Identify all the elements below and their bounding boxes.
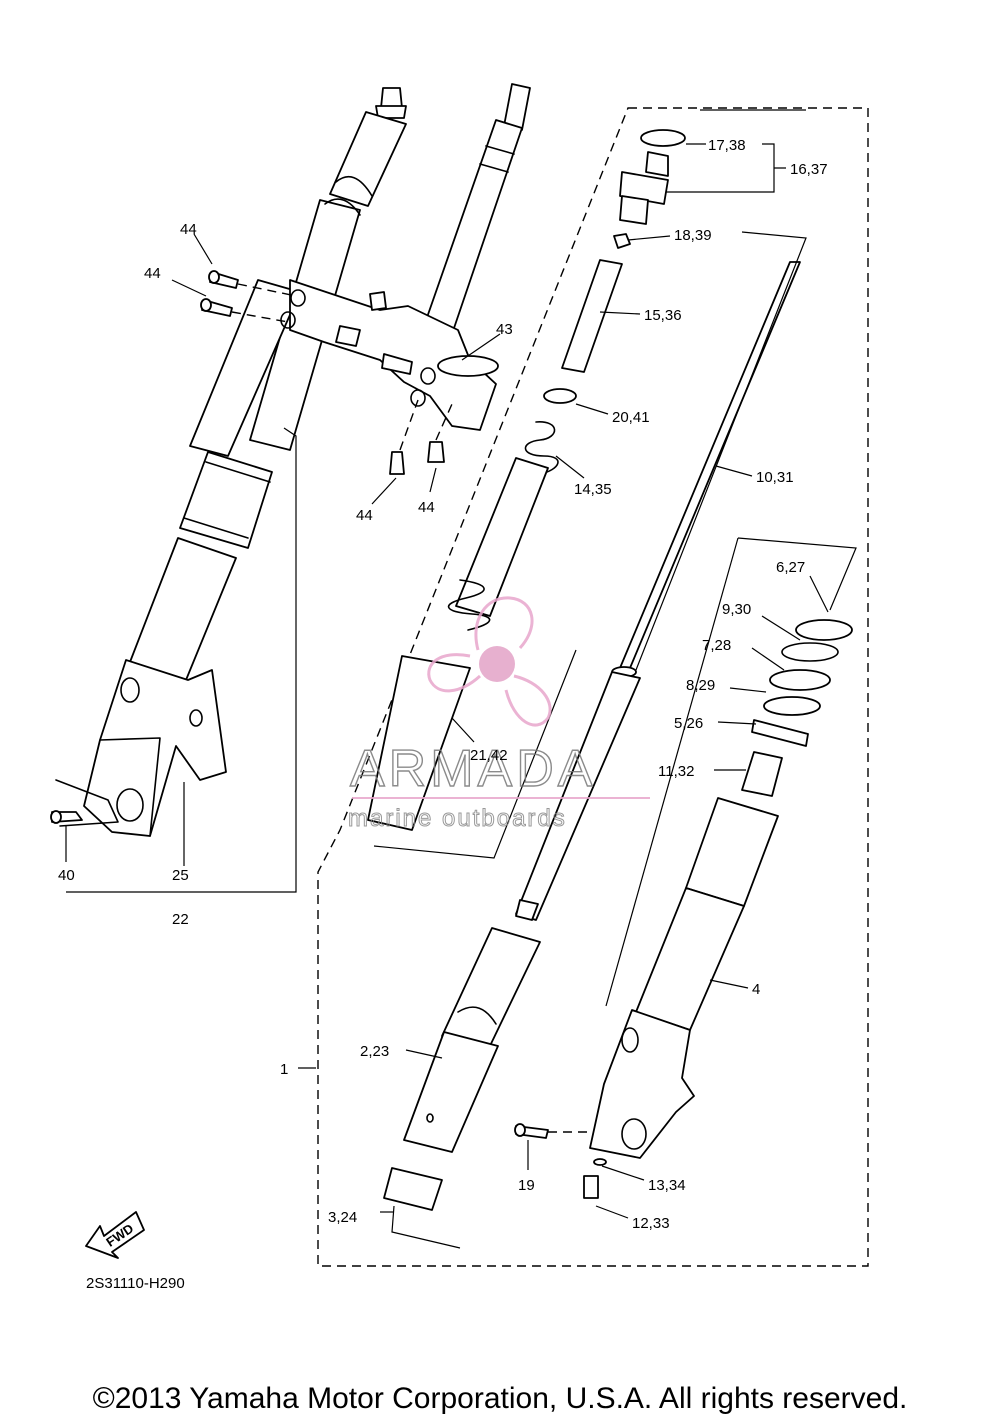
label-13-34: 13,34 bbox=[648, 1177, 686, 1194]
logo-blade-left bbox=[427, 653, 482, 693]
label-21-42: 21,42 bbox=[470, 747, 508, 764]
label-6-27: 6,27 bbox=[776, 559, 805, 576]
label-1: 1 bbox=[280, 1061, 288, 1078]
label-2-23: 2,23 bbox=[360, 1043, 389, 1060]
leader-lines bbox=[65, 109, 857, 1249]
inner-tube-parts bbox=[383, 927, 541, 1211]
logo-blade-right bbox=[504, 674, 552, 727]
label-22: 22 bbox=[172, 911, 189, 928]
label-8-29: 8,29 bbox=[686, 677, 715, 694]
callout-labels: 17,38 16,37 18,39 15,36 43 44 44 44 44 2… bbox=[58, 137, 828, 1232]
label-12-33: 12,33 bbox=[632, 1215, 670, 1232]
propeller-logo bbox=[427, 596, 552, 727]
label-19: 19 bbox=[518, 1177, 535, 1194]
label-16-37: 16,37 bbox=[790, 161, 828, 178]
right-outer-tube-parts bbox=[514, 619, 853, 1199]
label-43: 43 bbox=[496, 321, 513, 338]
label-44a: 44 bbox=[180, 221, 197, 238]
label-44d: 44 bbox=[418, 499, 435, 516]
logo-hub bbox=[479, 646, 515, 682]
fwd-arrow-icon: FWD bbox=[85, 1211, 145, 1259]
label-20-41: 20,41 bbox=[612, 409, 650, 426]
label-15-36: 15,36 bbox=[644, 307, 682, 324]
label-9-30: 9,30 bbox=[722, 601, 751, 618]
label-18-39: 18,39 bbox=[674, 227, 712, 244]
label-40: 40 bbox=[58, 867, 75, 884]
steering-stem-assembly bbox=[200, 83, 531, 475]
left-fork-assembly bbox=[50, 87, 407, 837]
label-10-31: 10,31 bbox=[756, 469, 794, 486]
copyright-notice: ©2013 Yamaha Motor Corporation, U.S.A. A… bbox=[93, 1382, 908, 1415]
label-5-26: 5,26 bbox=[674, 715, 703, 732]
label-4: 4 bbox=[752, 981, 760, 998]
label-17-38: 17,38 bbox=[708, 137, 746, 154]
inner-components bbox=[367, 129, 801, 921]
label-7-28: 7,28 bbox=[702, 637, 731, 654]
label-44b: 44 bbox=[144, 265, 161, 282]
watermark-brand: ARMADA bbox=[350, 740, 596, 798]
watermark-tagline: marine outboards bbox=[348, 805, 567, 832]
assembly-boundary-dashed bbox=[317, 107, 869, 1267]
label-3-24: 3,24 bbox=[328, 1209, 357, 1226]
label-11-32: 11,32 bbox=[658, 763, 694, 780]
label-44c: 44 bbox=[356, 507, 373, 524]
armada-watermark: ARMADA marine outboards bbox=[348, 596, 650, 833]
label-14-35: 14,35 bbox=[574, 481, 612, 498]
drawing-code: 2S31110-H290 bbox=[86, 1275, 185, 1292]
logo-blade-top bbox=[474, 596, 534, 651]
label-25: 25 bbox=[172, 867, 189, 884]
